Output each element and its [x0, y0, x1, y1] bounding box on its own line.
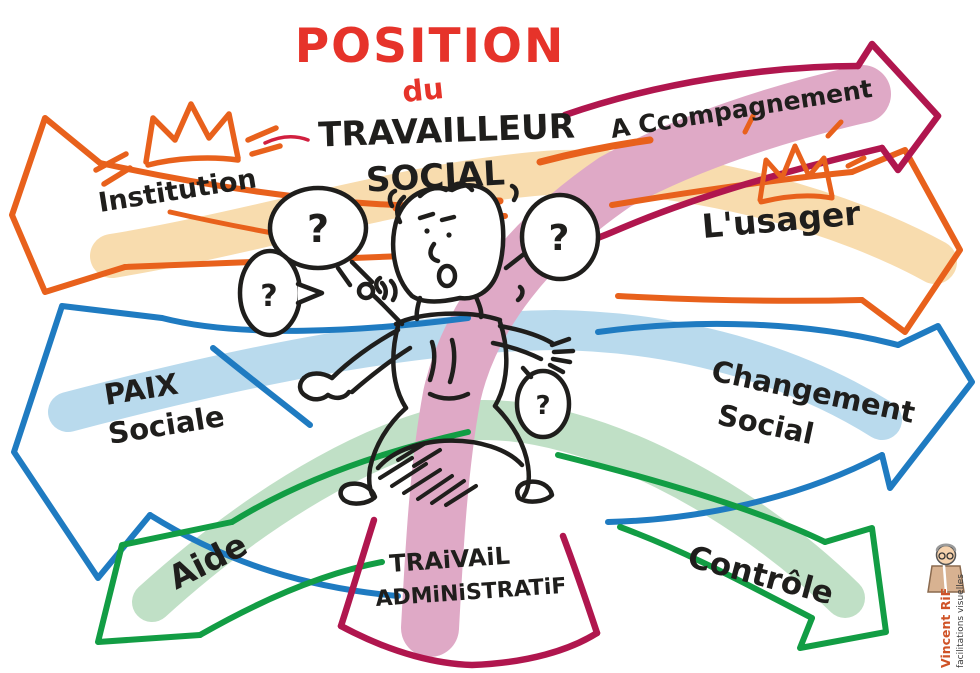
stressed-worker-figure	[297, 181, 576, 507]
question-mark-2: ?	[260, 279, 277, 314]
question-bubble-3	[503, 192, 601, 282]
hatching	[378, 442, 478, 507]
title-travailleur: TRAVAILLEUR	[318, 107, 576, 156]
signature-avatar	[927, 543, 965, 594]
administratif-accompagnement-band	[401, 65, 891, 657]
question-bubble-1	[267, 185, 375, 288]
travail-administratif-arrow	[337, 516, 601, 669]
tension-bands	[48, 65, 957, 657]
signature: Vincent RiF facilitations visuelles	[927, 543, 966, 668]
crown-institution-icon	[93, 101, 283, 187]
paix-sociale-arrow	[11, 303, 471, 599]
question-bubble-2	[237, 248, 325, 338]
red-flourish	[263, 135, 310, 145]
question-bubble-4	[514, 365, 572, 440]
question-mark-3: ?	[549, 218, 570, 259]
crown-usager-icon	[742, 113, 867, 205]
signature-subtitle: facilitations visuelles	[956, 574, 966, 668]
signature-name: Vincent RiF	[938, 588, 953, 668]
title-du: du	[401, 71, 446, 109]
page-title: POSITION du TRAVAILLEUR SOCIAL	[295, 19, 576, 201]
question-mark-1: ?	[307, 207, 329, 251]
aide-controle-band	[132, 399, 865, 622]
title-position: POSITION	[295, 19, 566, 74]
travail-administratif-label-line2: ADMiNiSTRATiF	[375, 574, 568, 612]
paix-changement-band	[48, 309, 902, 440]
question-mark-4: ?	[535, 391, 550, 421]
changement-social-arrow	[595, 320, 975, 525]
controle-arrow	[555, 452, 889, 651]
title-social: SOCIAL	[365, 153, 506, 200]
